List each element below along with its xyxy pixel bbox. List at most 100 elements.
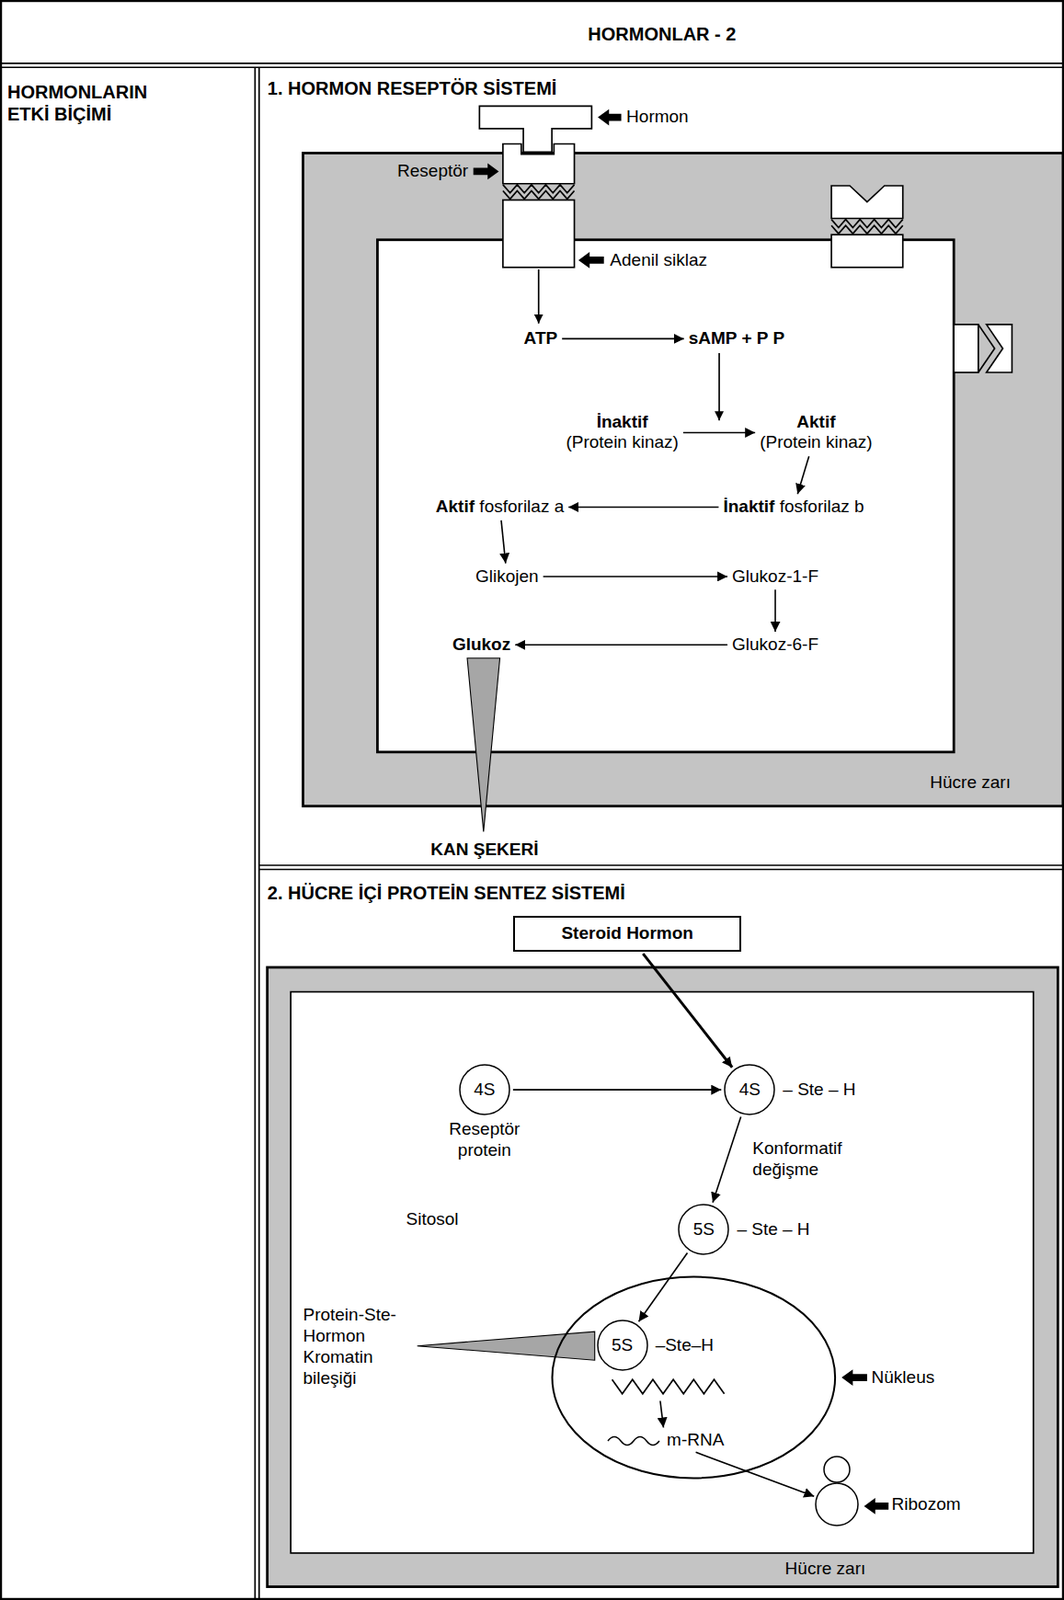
- title-rule: [0, 66, 1064, 69]
- molecule-node: İnaktiffosforilaz b: [720, 496, 866, 518]
- nucleus-ellipse: [551, 1277, 836, 1479]
- molecule-node: sAMP + P P: [686, 328, 787, 350]
- flow-arrow: [501, 520, 506, 564]
- receptor-complex: 5S– Ste – H: [677, 1203, 810, 1256]
- molecule-label: fosforilaz a: [479, 496, 564, 518]
- molecule-label: Glukoz-1-F: [732, 566, 819, 588]
- receptor-shape: [503, 143, 575, 184]
- section-heading: 2. HÜCRE İÇİ PROTEİN SENTEZ SİSTEMİ: [267, 881, 626, 904]
- ribosome-outline: [814, 1454, 859, 1529]
- receptor-complex: 4SReseptör protein: [458, 1064, 511, 1116]
- flow-arrow: [561, 338, 685, 341]
- part-label: Adenil siklaz: [609, 250, 708, 272]
- section-rule: [259, 869, 1064, 871]
- side-heading-cell: HORMONLARIN ETKİ BİÇİMİ: [0, 68, 255, 1600]
- section-rule: [259, 864, 1064, 867]
- molecule-node: ATP: [522, 328, 561, 350]
- receptor-circle: [597, 1320, 648, 1371]
- circle-label: 5S: [677, 1203, 730, 1256]
- molecule-node: Aktif(Protein kinaz): [757, 411, 875, 455]
- cell-membrane-box: Hücre zarı4SReseptör protein4S– Ste – H5…: [267, 967, 1059, 1588]
- nucleus-label: Nükleus: [871, 1367, 936, 1389]
- pointer-wedge: [467, 658, 500, 833]
- edge-label: Konformatif değişme: [752, 1138, 868, 1181]
- flow-arrow: [683, 432, 756, 435]
- ribosome-shape: Ribozom: [814, 1454, 859, 1529]
- molecule-label: (Protein kinaz): [565, 432, 679, 454]
- molecule-label: Glukoz-6-F: [732, 634, 819, 656]
- side-heading: HORMONLARIN ETKİ BİÇİMİ: [7, 80, 192, 126]
- pointer-arrow: [864, 1498, 890, 1515]
- diagram-title: HORMONLAR - 2: [260, 22, 1064, 46]
- flow-arrow: [639, 1252, 688, 1322]
- ribosome-small-subunit: [823, 1456, 850, 1483]
- pointer-wedge: [417, 1331, 595, 1361]
- adenylate-cyclase-box: [503, 200, 575, 268]
- molecule-node: Glukoz-1-F: [730, 566, 821, 588]
- complex-label: – Ste – H: [736, 1203, 810, 1256]
- side-receptor-shape: [953, 324, 979, 373]
- result-label: KAN ŞEKERİ: [430, 839, 538, 861]
- receptor-complex: 4S– Ste – H: [723, 1064, 856, 1116]
- flow-arrow: [642, 953, 733, 1068]
- mrna-strand: m-RNA: [606, 1430, 724, 1452]
- pointer-arrow: [841, 1369, 868, 1386]
- flow-arrow: [696, 1452, 815, 1497]
- flow-arrow: [797, 456, 809, 494]
- circle-caption: Reseptör protein: [429, 1119, 540, 1162]
- molecule-node: Glukoz-6-F: [730, 634, 821, 656]
- chromatin-zigzag: [612, 1379, 725, 1395]
- flow-arrow: [543, 575, 728, 578]
- molecule-node: İnaktif(Protein kinaz): [563, 411, 681, 455]
- part-label: Reseptör: [397, 160, 469, 183]
- section-panel: 1. HORMON RESEPTÖR SİSTEMİHücre zarıATPs…: [260, 68, 1064, 866]
- flow-arrow: [568, 506, 719, 509]
- membrane-label: Hücre zarı: [785, 1558, 867, 1580]
- complex-label: – Ste – H: [782, 1064, 856, 1116]
- column-rule: [253, 67, 256, 1600]
- molecule-label: (Protein kinaz): [759, 432, 873, 454]
- callout-label: Protein-Ste-Hormon Kromatin bileşiği: [302, 1304, 412, 1389]
- molecule-label: fosforilaz b: [779, 496, 865, 518]
- flow-arrow: [514, 644, 728, 647]
- membrane-band: [267, 967, 1059, 1588]
- hormone-box: Steroid Hormon: [513, 915, 742, 952]
- membrane-label: Hücre zarı: [929, 772, 1011, 794]
- cytoplasm-area: [377, 240, 954, 753]
- pointer-arrow: [578, 251, 605, 269]
- molecule-node: Glikojen: [473, 566, 541, 588]
- adenylate-cyclase-box: [831, 234, 904, 268]
- receptor-zigzag: [831, 225, 904, 234]
- circle-label: 4S: [723, 1064, 776, 1116]
- mrna-label: m-RNA: [666, 1430, 724, 1452]
- molecule-label: Glikojen: [475, 566, 539, 588]
- flow-arrow: [718, 353, 721, 421]
- ribosome-label: Ribozom: [892, 1494, 962, 1516]
- circle-label: 5S: [596, 1319, 649, 1372]
- molecule-label: ATP: [524, 328, 559, 350]
- circle-label: 4S: [458, 1064, 511, 1116]
- receptor-complex: 5S–Ste–H: [596, 1319, 714, 1399]
- column-rule: [258, 67, 261, 1600]
- receptor-circle: [724, 1064, 775, 1115]
- molecule-node: Glukoz: [450, 634, 513, 656]
- nucleus-shape: Nükleus5S–Ste–Hm-RNA: [550, 1275, 837, 1480]
- receptor-zigzag: [503, 191, 575, 200]
- receptor-zigzag: [503, 184, 575, 194]
- mrna-wave-line: [607, 1436, 660, 1445]
- pointer-arrow: [597, 109, 622, 126]
- cytoplasm-area: [290, 992, 1034, 1554]
- hormone-label: Steroid Hormon: [560, 923, 694, 945]
- section-panel: 2. HÜCRE İÇİ PROTEİN SENTEZ SİSTEMİ Stero…: [260, 870, 1064, 1600]
- side-receptor-shape: [986, 324, 1013, 373]
- membrane-band: [302, 152, 1063, 806]
- flow-arrow: [712, 1117, 742, 1203]
- molecule-label: İnaktif: [722, 496, 775, 518]
- complex-label: –Ste–H: [655, 1319, 714, 1372]
- molecule-label: Aktif: [759, 411, 873, 434]
- part-label: Hormon: [626, 106, 689, 128]
- molecule-label: Aktif: [435, 496, 475, 518]
- flow-arrow: [660, 1401, 664, 1429]
